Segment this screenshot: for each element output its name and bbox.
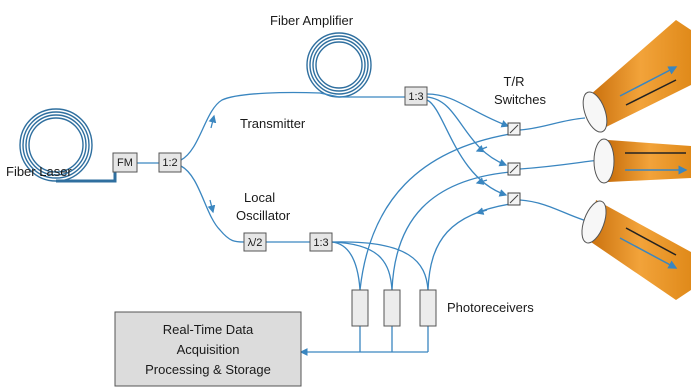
return-path-2 xyxy=(391,171,511,291)
transmitter-arrow xyxy=(208,114,217,129)
tx-branch-1 xyxy=(426,93,510,128)
splitter-12-label: 1:2 xyxy=(162,157,177,169)
splitter-13-bottom-box xyxy=(309,232,333,252)
oscillator-label: Oscillator xyxy=(236,208,291,223)
fiber-amplifier-label: Fiber Amplifier xyxy=(270,13,354,28)
tr1-to-telescope xyxy=(519,117,586,131)
local-oscillator-fiber xyxy=(180,165,245,243)
processor-line-3: Processing & Storage xyxy=(145,362,271,377)
photoreceivers-label: Photoreceivers xyxy=(447,300,534,315)
return-path-3 xyxy=(427,203,511,291)
telescope-2 xyxy=(593,138,691,184)
half-wave-label: λ/2 xyxy=(248,237,263,249)
return-path-1 xyxy=(359,133,511,291)
splitter-13-bottom-label: 1:3 xyxy=(313,237,328,249)
fiber-laser-label: Fiber Laser xyxy=(6,164,72,179)
tr-switch-1 xyxy=(507,122,521,136)
photoreceiver-1 xyxy=(351,289,369,327)
lo-branch-3 xyxy=(331,241,429,291)
splitter-13-top-label: 1:3 xyxy=(408,91,423,103)
fm-box xyxy=(112,152,138,173)
transmitter-label: Transmitter xyxy=(240,116,306,131)
lo-branch-2 xyxy=(331,241,393,291)
switches-label: Switches xyxy=(494,92,547,107)
local-label: Local xyxy=(244,190,275,205)
photoreceiver-2 xyxy=(383,289,401,327)
lo-branch-1 xyxy=(331,241,361,291)
tr-switch-2 xyxy=(507,162,521,176)
half-wave-box xyxy=(243,232,267,252)
processor-box xyxy=(114,311,302,387)
telescope-1 xyxy=(582,20,691,133)
tx-branch-3 xyxy=(426,99,508,197)
photoreceiver-bus xyxy=(301,326,429,352)
return-arrow-2 xyxy=(475,177,488,185)
tr-label: T/R xyxy=(504,74,525,89)
processor-line-2: Acquisition xyxy=(177,342,240,357)
tr2-to-telescope xyxy=(519,159,601,170)
return-arrow-3 xyxy=(475,207,488,215)
fm-label: FM xyxy=(117,157,133,169)
tr-switch-3 xyxy=(507,192,521,206)
processor-line-1: Real-Time Data xyxy=(163,322,254,337)
fiber-amplifier-coil xyxy=(306,32,372,98)
transmitter-fiber xyxy=(180,91,405,161)
lo-arrow xyxy=(207,199,216,214)
telescope-3 xyxy=(581,200,691,300)
return-arrow-1 xyxy=(475,144,488,153)
photoreceiver-3 xyxy=(419,289,437,327)
splitter-12-box xyxy=(158,152,182,173)
tx-branch-2 xyxy=(426,96,508,167)
splitter-13-top-box xyxy=(404,86,428,106)
tr3-to-telescope xyxy=(519,199,591,223)
